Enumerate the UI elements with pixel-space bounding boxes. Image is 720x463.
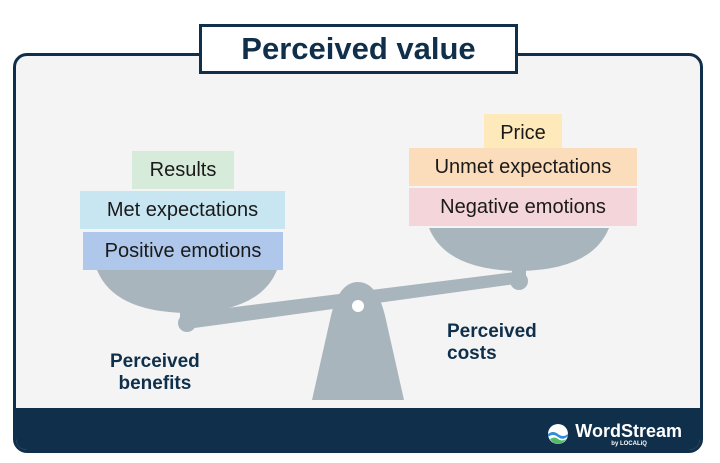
left-pan-knob (178, 314, 196, 332)
left-pan (97, 270, 277, 313)
benefits-caption-line2: benefits (118, 373, 192, 394)
benefits-caption-line1: Perceived (110, 351, 200, 372)
footer-bar (16, 408, 700, 450)
brand-sub: by LOCALiQ (611, 440, 647, 447)
right-pan-knob (510, 272, 528, 290)
wordstream-logo: WordStream by LOCALiQ (547, 418, 682, 450)
cost-unmet-expectations-block: Unmet expectations (409, 148, 637, 186)
costs-caption-line1: Perceived (447, 321, 537, 342)
cost-negative-emotions-block: Negative emotions (409, 188, 637, 226)
wordstream-logo-icon (548, 424, 569, 444)
costs-caption-line2: costs (447, 343, 497, 364)
scale-base (312, 282, 404, 400)
scale-pivot (352, 300, 364, 312)
benefit-met-expectations-block: Met expectations (80, 191, 285, 229)
perceived-costs-caption: Perceived costs (447, 321, 537, 365)
perceived-benefits-caption: Perceived benefits (110, 351, 200, 395)
cost-price-block: Price (484, 114, 562, 152)
benefit-results-block: Results (132, 151, 234, 189)
brand-name: WordStream (575, 420, 682, 441)
right-pan (429, 228, 609, 271)
benefit-positive-emotions-block: Positive emotions (83, 232, 283, 270)
diagram-title: Perceived value (199, 24, 518, 74)
